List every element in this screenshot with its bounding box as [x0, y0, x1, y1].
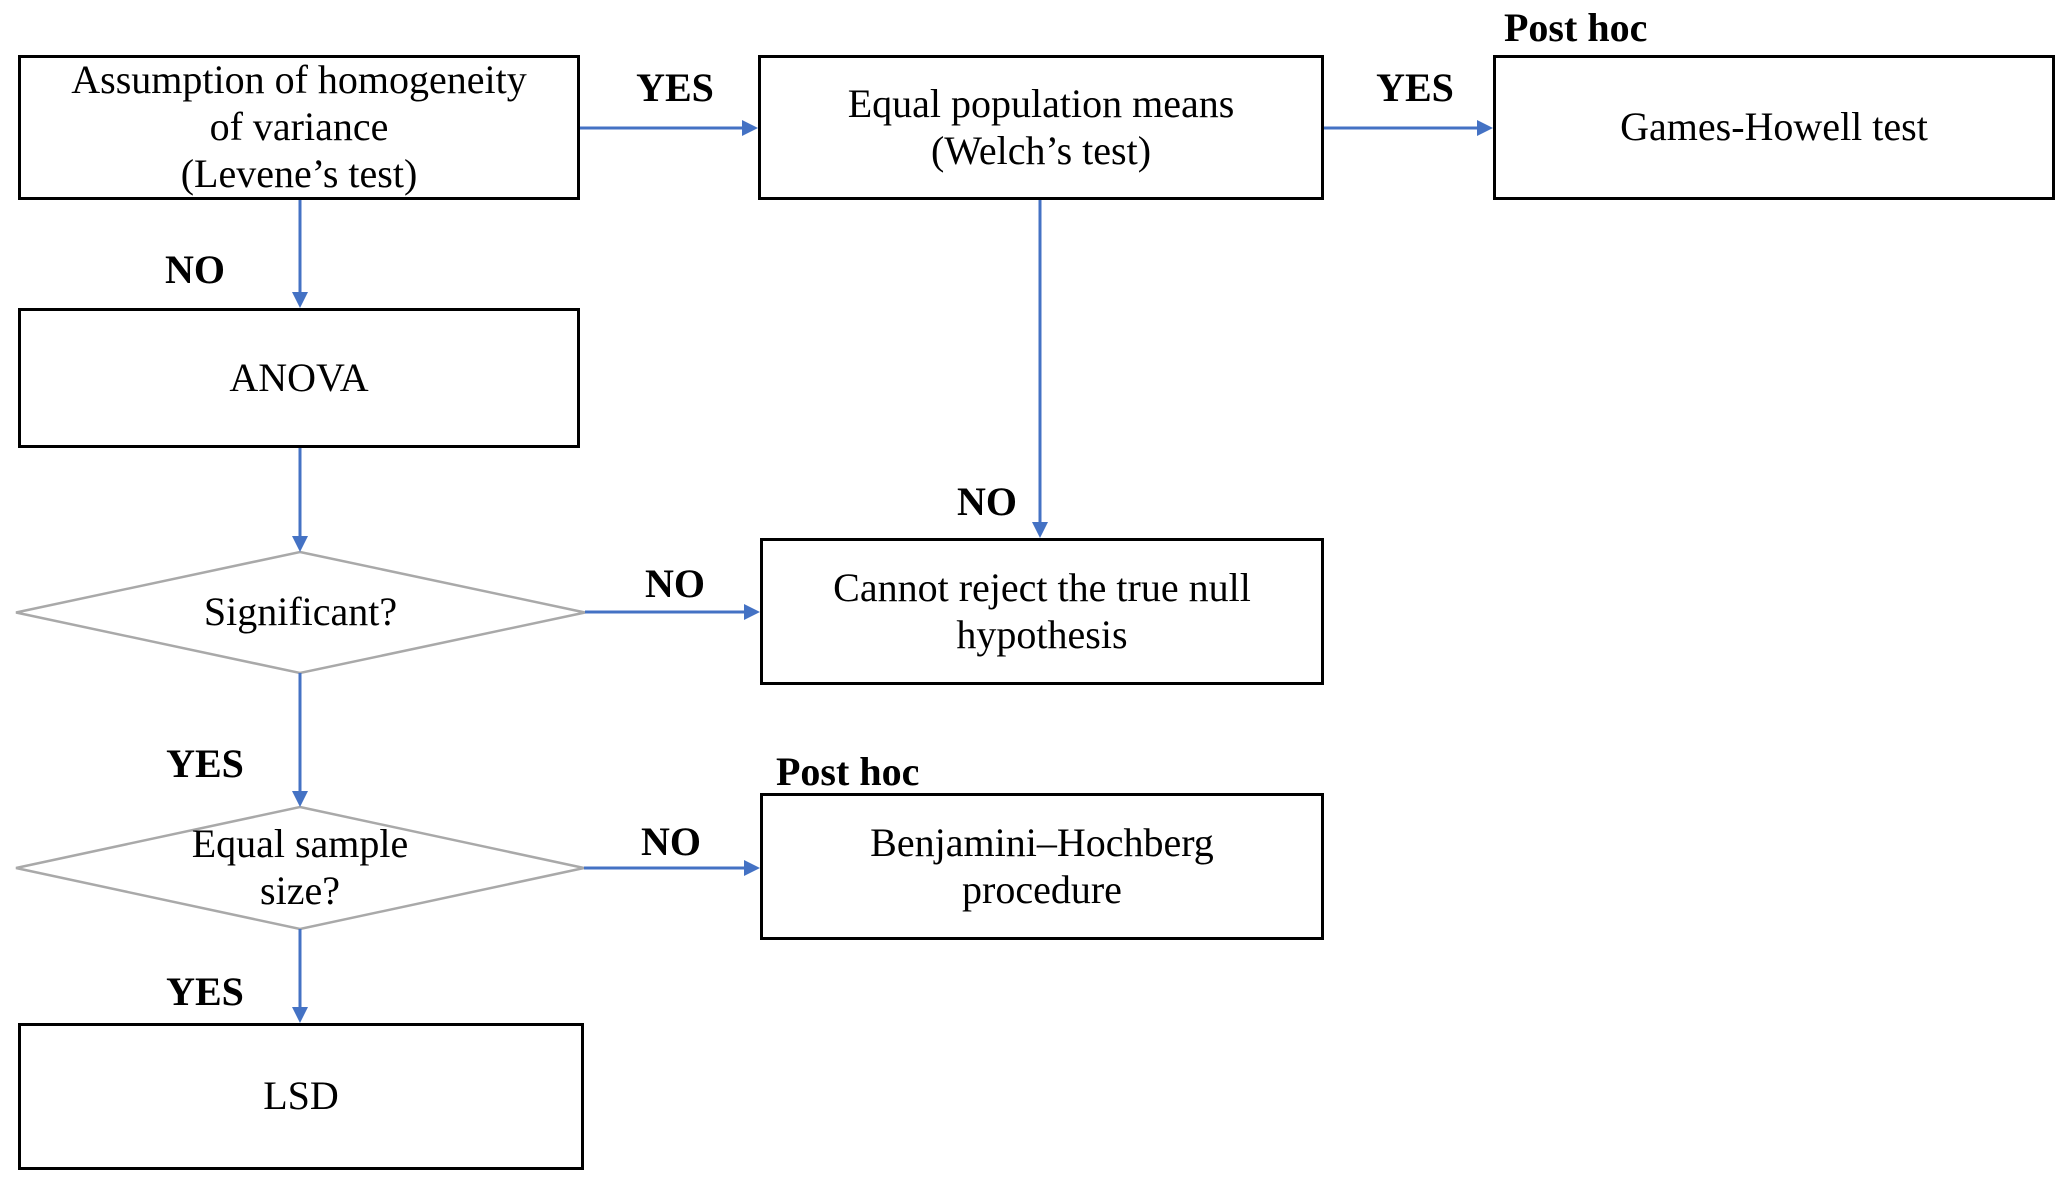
- node-welch-test: Equal population means (Welch’s test): [758, 55, 1324, 200]
- label-yes-levene-to-welch: YES: [636, 65, 714, 110]
- node-welch-test-label: Equal population means (Welch’s test): [847, 80, 1235, 173]
- decision-diamond-significant: [15, 550, 586, 675]
- node-cannot-reject-null-label: Cannot reject the true null hypothesis: [833, 564, 1251, 657]
- label-yes-welch-to-games-howell: YES: [1376, 65, 1454, 110]
- decision-diamond-equal-sample-size: [15, 805, 585, 931]
- label-no-equal-sample-to-benjamini: NO: [641, 819, 701, 864]
- node-anova-label: ANOVA: [229, 354, 369, 400]
- node-benjamini-hochberg-label: Benjamini–Hochberg procedure: [870, 819, 1214, 912]
- node-levene-test: Assumption of homogeneity of variance (L…: [18, 55, 580, 200]
- node-benjamini-hochberg: Benjamini–Hochberg procedure: [760, 793, 1324, 940]
- label-post-hoc-benjamini: Post hoc: [776, 749, 920, 794]
- label-yes-equal-sample-to-lsd: YES: [166, 969, 244, 1014]
- label-post-hoc-games-howell: Post hoc: [1504, 5, 1648, 50]
- node-levene-test-label: Assumption of homogeneity of variance (L…: [71, 57, 527, 196]
- node-lsd-label: LSD: [263, 1073, 339, 1119]
- label-no-welch-to-cannot-reject: NO: [957, 479, 1017, 524]
- node-lsd: LSD: [18, 1023, 584, 1170]
- label-no-levene-to-anova: NO: [165, 247, 225, 292]
- node-anova: ANOVA: [18, 308, 580, 448]
- node-cannot-reject-null: Cannot reject the true null hypothesis: [760, 538, 1324, 685]
- node-games-howell-test: Games-Howell test: [1493, 55, 2055, 200]
- label-yes-significant-to-equal-sample: YES: [166, 741, 244, 786]
- label-no-significant-to-cannot-reject: NO: [645, 561, 705, 606]
- node-games-howell-test-label: Games-Howell test: [1620, 104, 1928, 150]
